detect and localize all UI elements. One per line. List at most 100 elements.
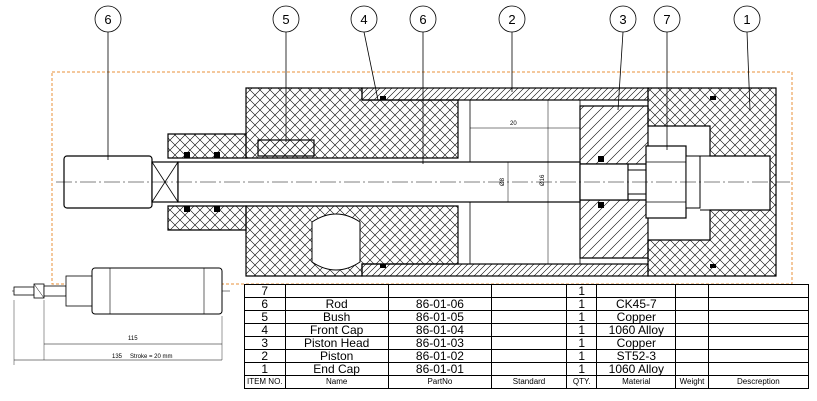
svg-text:1: 1 bbox=[743, 12, 750, 27]
front-cap-part bbox=[167, 87, 459, 277]
bom-cell-weight bbox=[675, 349, 709, 363]
dim-small-total: 135 bbox=[112, 354, 123, 360]
bom-cell-weight bbox=[675, 323, 709, 337]
bom-cell-partno: 86-01-02 bbox=[387, 349, 493, 363]
bom-header-cell: Weight bbox=[675, 375, 709, 389]
bom-cell-partno: 86-01-04 bbox=[387, 323, 493, 337]
dim-stroke: Stroke = 20 mm bbox=[130, 354, 173, 360]
seals bbox=[184, 96, 716, 268]
bom-cell-partno: 86-01-06 bbox=[387, 297, 493, 311]
bom-cell-weight bbox=[675, 362, 709, 376]
piston-head-part bbox=[579, 105, 649, 259]
bom-cell-name bbox=[284, 284, 389, 298]
balloon: 3 bbox=[609, 5, 637, 33]
bom-cell-standard bbox=[491, 297, 567, 311]
bom-cell-qty: 1 bbox=[565, 323, 598, 337]
bom-header-cell: Name bbox=[284, 375, 389, 389]
bom-header-cell: Standard bbox=[491, 375, 567, 389]
bom-cell-desc bbox=[707, 310, 810, 324]
dim-dia-large: Ø16 bbox=[540, 174, 546, 186]
bom-cell-partno: 86-01-05 bbox=[387, 310, 493, 324]
balloon: 6 bbox=[94, 5, 122, 33]
end-cap-part bbox=[647, 87, 777, 277]
bom-cell-item: 5 bbox=[244, 310, 286, 324]
bom-header-cell: QTY. bbox=[565, 375, 598, 389]
bom-cell-partno: 86-01-01 bbox=[387, 362, 493, 376]
bom-cell-desc bbox=[707, 336, 810, 350]
bom-cell-item: 7 bbox=[244, 284, 286, 298]
bom-cell-standard bbox=[491, 362, 567, 376]
bom-cell-desc bbox=[707, 323, 810, 337]
bom-cell-qty: 1 bbox=[565, 349, 598, 363]
bom-cell-qty: 1 bbox=[565, 297, 598, 311]
bom-cell-partno: 86-01-03 bbox=[387, 336, 493, 350]
bom-cell-qty: 1 bbox=[565, 284, 598, 298]
bom-cell-qty: 1 bbox=[565, 310, 598, 324]
svg-text:2: 2 bbox=[508, 12, 515, 27]
bom-header-cell: Material bbox=[596, 375, 677, 389]
bom-cell-qty: 1 bbox=[565, 362, 598, 376]
bom-cell-standard bbox=[491, 284, 567, 298]
bom-cell-partno bbox=[387, 284, 493, 298]
bom-cell-standard bbox=[491, 349, 567, 363]
svg-text:4: 4 bbox=[360, 12, 367, 27]
svg-text:5: 5 bbox=[282, 12, 289, 27]
bush-part bbox=[257, 139, 315, 157]
balloon: 7 bbox=[653, 5, 681, 33]
bom-cell-name: Piston Head bbox=[284, 336, 389, 350]
svg-text:3: 3 bbox=[619, 12, 626, 27]
leader-lines bbox=[107, 31, 751, 164]
bom-cell-desc bbox=[707, 297, 810, 311]
bom-header-cell: ITEM NO. bbox=[244, 375, 286, 389]
bom-cell-weight bbox=[675, 310, 709, 324]
bom-cell-desc bbox=[707, 349, 810, 363]
bom-cell-name: Piston bbox=[284, 349, 389, 363]
bom-cell-material: CK45-7 bbox=[596, 297, 677, 311]
bom-cell-desc bbox=[707, 362, 810, 376]
bom-cell-standard bbox=[491, 310, 567, 324]
bom-cell-weight bbox=[675, 336, 709, 350]
balloon: 4 bbox=[350, 5, 378, 33]
bom-cell-name: End Cap bbox=[284, 362, 389, 376]
balloon: 1 bbox=[733, 5, 761, 33]
bom-cell-material: Copper bbox=[596, 336, 677, 350]
bom-cell-name: Bush bbox=[284, 310, 389, 324]
bom-cell-material: Copper bbox=[596, 310, 677, 324]
bom-cell-desc bbox=[707, 284, 810, 298]
bom-cell-standard bbox=[491, 336, 567, 350]
bom-cell-qty: 1 bbox=[565, 336, 598, 350]
bom-cell-standard bbox=[491, 323, 567, 337]
bom-cell-item: 6 bbox=[244, 297, 286, 311]
bom-cell-material: 1060 Alloy bbox=[596, 323, 677, 337]
balloon: 2 bbox=[498, 5, 526, 33]
bom-cell-material bbox=[596, 284, 677, 298]
small-side-view bbox=[12, 267, 230, 365]
bom-cell-item: 1 bbox=[244, 362, 286, 376]
bom-cell-item: 2 bbox=[244, 349, 286, 363]
bom-header-row: ITEM NO. Name PartNo Standard QTY. Mater… bbox=[244, 375, 810, 389]
bom-cell-item: 4 bbox=[244, 323, 286, 337]
dim-small-length: 115 bbox=[128, 336, 138, 342]
svg-text:6: 6 bbox=[419, 12, 426, 27]
bom-cell-name: Rod bbox=[284, 297, 389, 311]
dim-length-main: 20 bbox=[510, 121, 517, 127]
bom-cell-item: 3 bbox=[244, 336, 286, 350]
bom-cell-material: ST52-3 bbox=[596, 349, 677, 363]
balloon: 6 bbox=[409, 5, 437, 33]
bom-cell-name: Front Cap bbox=[284, 323, 389, 337]
svg-text:6: 6 bbox=[104, 12, 111, 27]
bom-cell-weight bbox=[675, 284, 709, 298]
svg-text:7: 7 bbox=[663, 12, 670, 27]
bom-cell-weight bbox=[675, 297, 709, 311]
dim-dia-small: Ø8 bbox=[500, 177, 506, 186]
inner-dimensions bbox=[470, 100, 580, 264]
